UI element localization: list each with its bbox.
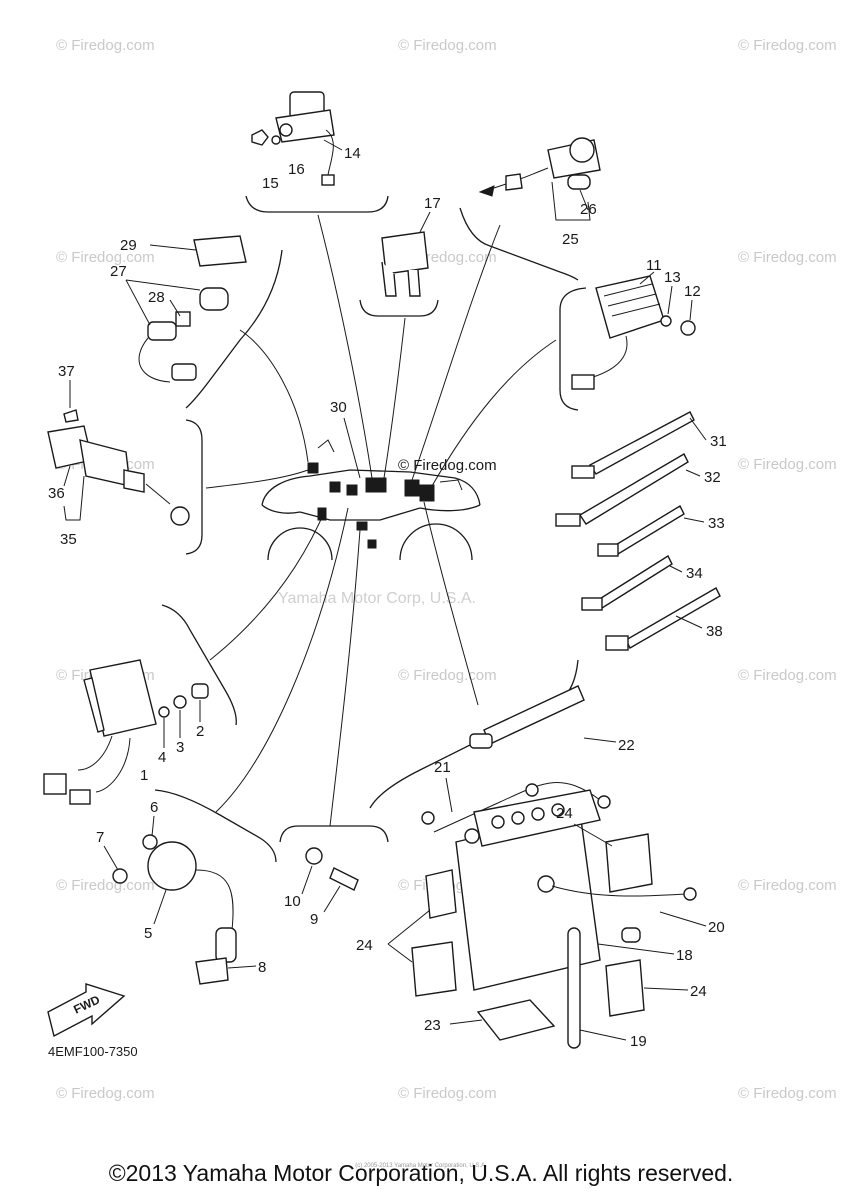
part-cable-25 xyxy=(478,137,601,197)
callout-20: 20 xyxy=(708,919,725,936)
part-cable-ties xyxy=(555,411,721,651)
watermark-yamaha: Yamaha Motor Corp, U.S.A. xyxy=(278,590,476,607)
callout-18: 18 xyxy=(676,947,693,964)
callout-34: 34 xyxy=(686,565,703,582)
part-cdi-unit-1 xyxy=(43,659,209,805)
callout-14: 14 xyxy=(344,145,361,162)
part-battery-18 xyxy=(411,789,697,1049)
watermark: © Firedog.com xyxy=(738,456,837,473)
part-switch-35 xyxy=(47,409,190,526)
watermark: © Firedog.com xyxy=(738,877,837,894)
atv-silhouette xyxy=(261,439,481,561)
callout-8: 8 xyxy=(258,959,266,976)
part-sensor-9 xyxy=(305,847,359,891)
part-coil-5 xyxy=(112,834,237,985)
callout-19: 19 xyxy=(630,1033,647,1050)
callout-35: 35 xyxy=(60,531,77,548)
callout-36: 36 xyxy=(48,485,65,502)
callout-27: 27 xyxy=(110,263,127,280)
part-regulator-11 xyxy=(571,275,696,390)
callout-5: 5 xyxy=(144,925,152,942)
watermark: © Firedog.com xyxy=(56,37,155,54)
callout-24: 24 xyxy=(690,983,707,1000)
watermark: © Firedog.com xyxy=(738,667,837,684)
callout-30: 30 xyxy=(330,399,347,416)
callout-11: 11 xyxy=(646,257,662,274)
callout-7: 7 xyxy=(96,829,104,846)
callout-25: 25 xyxy=(562,231,579,248)
callout-12: 12 xyxy=(684,283,701,300)
watermark: © Firedog.com xyxy=(56,1085,155,1102)
footer-small-print: (c) 2005-2013 Yamaha Motor Corporation, … xyxy=(355,1163,487,1169)
callout-33: 33 xyxy=(708,515,725,532)
callout-23: 23 xyxy=(424,1017,441,1034)
watermark: © Firedog.com xyxy=(56,877,155,894)
part-starter-relay xyxy=(251,91,335,186)
callout-9: 9 xyxy=(310,911,318,928)
part-battery-cables xyxy=(421,685,611,833)
callout-15: 15 xyxy=(262,175,279,192)
callout-13: 13 xyxy=(664,269,681,286)
callout-10: 10 xyxy=(284,893,301,910)
watermark: © Firedog.com xyxy=(738,249,837,266)
fwd-arrow-icon: FWD xyxy=(47,983,126,1038)
diagram-code: 4EMF100-7350 xyxy=(48,1044,138,1059)
callout-32: 32 xyxy=(704,469,721,486)
footer-copyright: ©2013 Yamaha Motor Corporation, U.S.A. A… xyxy=(108,1160,734,1186)
callout-4: 4 xyxy=(158,749,166,766)
callout-1: 1 xyxy=(140,767,148,784)
part-sensor-27 xyxy=(138,235,247,383)
callout-37: 37 xyxy=(58,363,75,380)
callout-24: 24 xyxy=(356,937,373,954)
callout-29: 29 xyxy=(120,237,137,254)
watermark: © Firedog.com xyxy=(738,37,837,54)
callout-24: 24 xyxy=(556,805,573,822)
watermark: © Firedog.com xyxy=(398,667,497,684)
part-relay-17 xyxy=(381,231,429,297)
watermark: © Firedog.com xyxy=(398,37,497,54)
watermark: © Firedog.com xyxy=(738,1085,837,1102)
callout-31: 31 xyxy=(710,433,727,450)
watermark: © Firedog.com xyxy=(398,1085,497,1102)
watermark: © Firedog.com xyxy=(56,249,155,266)
callout-2: 2 xyxy=(196,723,204,740)
callout-3: 3 xyxy=(176,739,184,756)
callout-38: 38 xyxy=(706,623,723,640)
callout-6: 6 xyxy=(150,799,158,816)
callout-28: 28 xyxy=(148,289,165,306)
callout-layer: 14 15 16 17 26 25 29 27 28 11 13 12 37 3… xyxy=(48,139,727,1050)
callout-16: 16 xyxy=(288,161,305,178)
callout-17: 17 xyxy=(424,195,441,212)
leader-lines xyxy=(205,214,557,827)
group-brackets xyxy=(154,195,587,863)
watermark-center: © Firedog.com xyxy=(398,457,497,474)
callout-22: 22 xyxy=(618,737,635,754)
callout-21: 21 xyxy=(434,759,451,776)
